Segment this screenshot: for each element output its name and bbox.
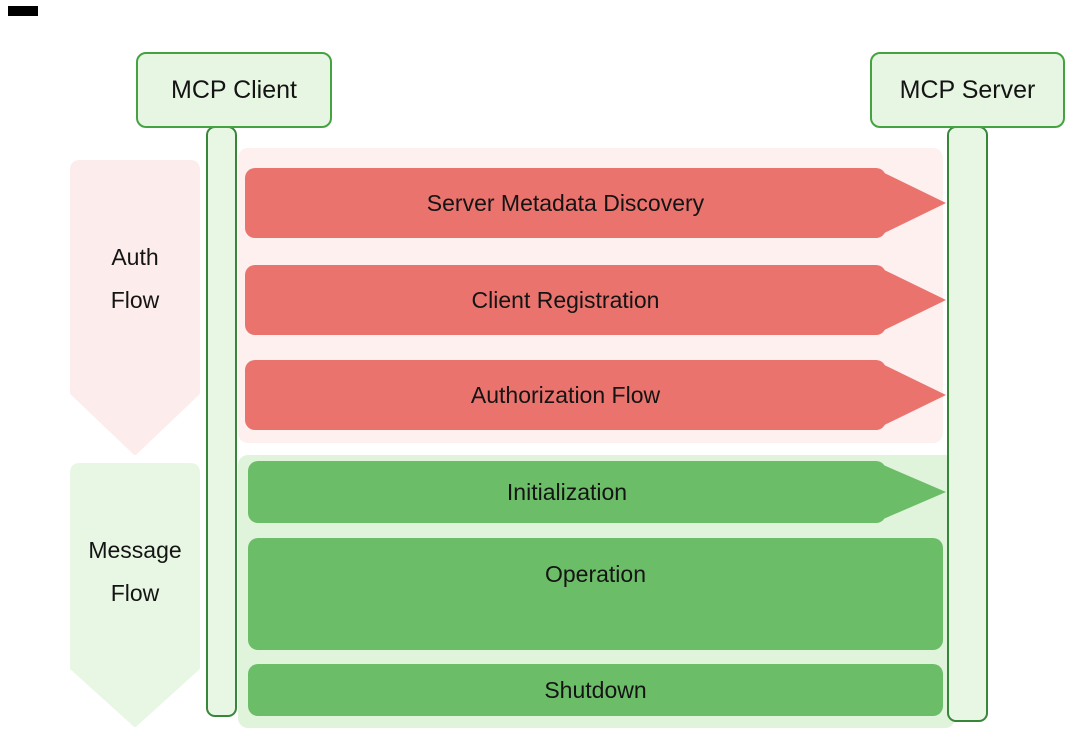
step-label: Initialization [506, 478, 628, 505]
step-label: Shutdown [544, 676, 647, 703]
auth-flow-label-line2: Flow [110, 287, 160, 313]
arrow-body [245, 360, 886, 430]
step-box [248, 664, 943, 716]
arrow-body [245, 168, 886, 238]
step-authorization-flow: Authorization Flow [245, 360, 946, 430]
message-flow-label-line2: Flow [110, 580, 160, 606]
actor-mcp-server-label: MCP Server [899, 75, 1036, 104]
message-flow-label: Message Flow [70, 529, 200, 615]
step-label: Client Registration [471, 286, 660, 313]
step-label: Operation [544, 561, 646, 587]
step-client-registration: Client Registration [245, 265, 946, 335]
actor-mcp-client: MCP Client [136, 52, 332, 128]
step-operation: Operation [248, 538, 943, 650]
message-flow-banner-shape [70, 463, 200, 727]
step-label: Server Metadata Discovery [426, 189, 705, 216]
arrow-body [245, 265, 886, 335]
screen-corner-artifact [8, 6, 38, 16]
auth-flow-label-line1: Auth [111, 244, 159, 270]
auth-flow-banner-shape [70, 160, 200, 455]
step-shutdown: Shutdown [248, 664, 943, 716]
message-flow-label-line1: Message [88, 537, 182, 563]
step-box [248, 538, 943, 650]
client-lifeline [206, 126, 237, 717]
auth-flow-label: Auth Flow [70, 236, 200, 322]
actor-mcp-server: MCP Server [870, 52, 1065, 128]
actor-mcp-client-label: MCP Client [171, 75, 297, 104]
arrow-body [248, 461, 886, 523]
step-label: Authorization Flow [470, 381, 661, 408]
server-lifeline [947, 126, 988, 722]
step-server-metadata-discovery: Server Metadata Discovery [245, 168, 946, 238]
step-initialization: Initialization [248, 461, 946, 523]
